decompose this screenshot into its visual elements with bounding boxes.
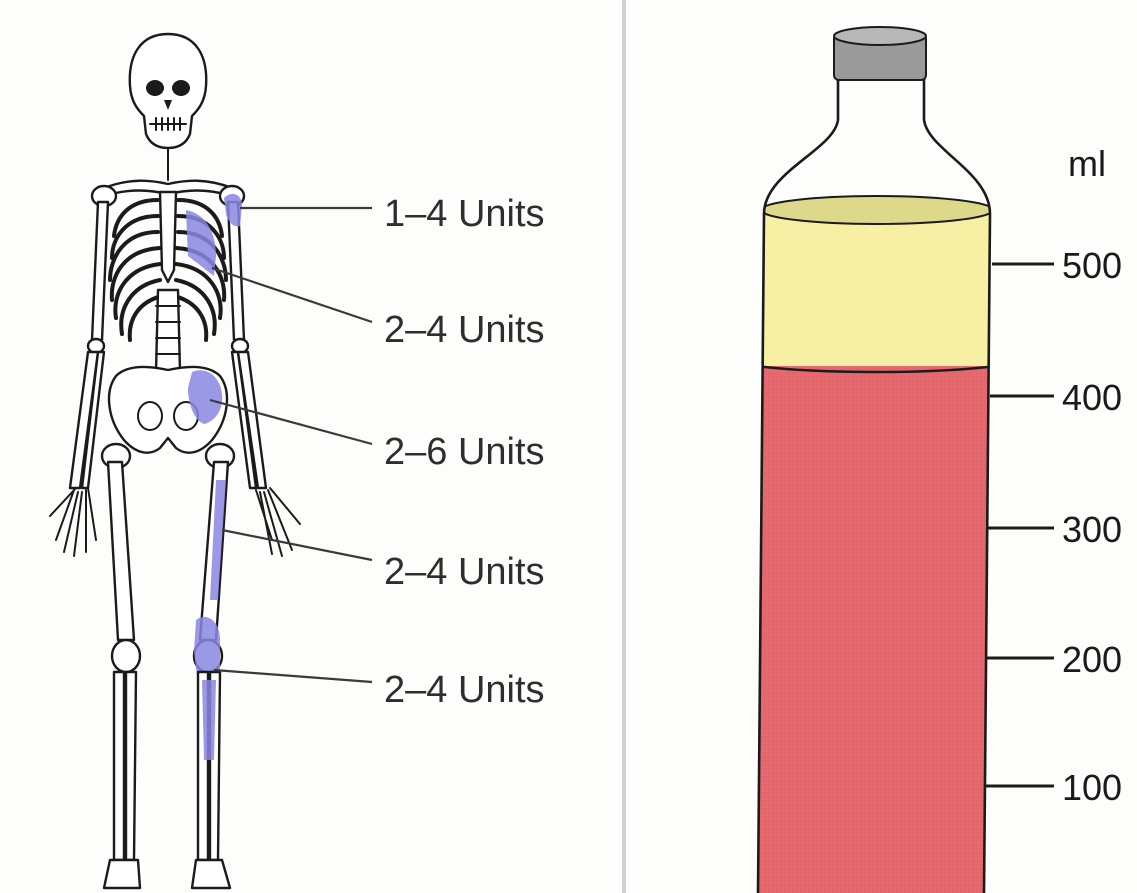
leader-knee — [214, 670, 372, 682]
plasma-layer — [740, 206, 1010, 366]
scale-label-100: 100 — [1062, 767, 1122, 808]
callout-label-pelvis: 2–6 Units — [384, 431, 545, 473]
scale-unit-label: ml — [1068, 143, 1106, 184]
volume-scale: ml 500 400 300 200 100 — [984, 143, 1122, 808]
scale-label-400: 400 — [1062, 377, 1122, 418]
leader-pelvis — [210, 400, 372, 444]
shoulder-highlight — [224, 194, 242, 227]
callout-label-shoulder: 1–4 Units — [384, 193, 545, 235]
scale-label-200: 200 — [1062, 639, 1122, 680]
callout-labels: 1–4 Units 2–4 Units 2–6 Units 2–4 Units … — [384, 193, 545, 711]
bottle — [740, 27, 1010, 893]
callout-label-femur: 2–4 Units — [384, 551, 545, 593]
bottle-panel: ml 500 400 300 200 100 — [740, 27, 1122, 893]
skeleton-panel: 1–4 Units 2–4 Units 2–6 Units 2–4 Units … — [50, 34, 545, 888]
cells-layer — [740, 366, 1010, 893]
callout-label-knee: 2–4 Units — [384, 669, 545, 711]
scale-label-300: 300 — [1062, 509, 1122, 550]
scale-label-500: 500 — [1062, 245, 1122, 286]
skull — [130, 34, 206, 148]
panel-divider — [622, 0, 626, 893]
leader-femur — [222, 530, 372, 560]
callout-label-ribs: 2–4 Units — [384, 309, 545, 351]
skeleton-illustration — [50, 34, 300, 888]
plasma-surface — [761, 196, 993, 224]
bottle-cap — [834, 27, 926, 80]
